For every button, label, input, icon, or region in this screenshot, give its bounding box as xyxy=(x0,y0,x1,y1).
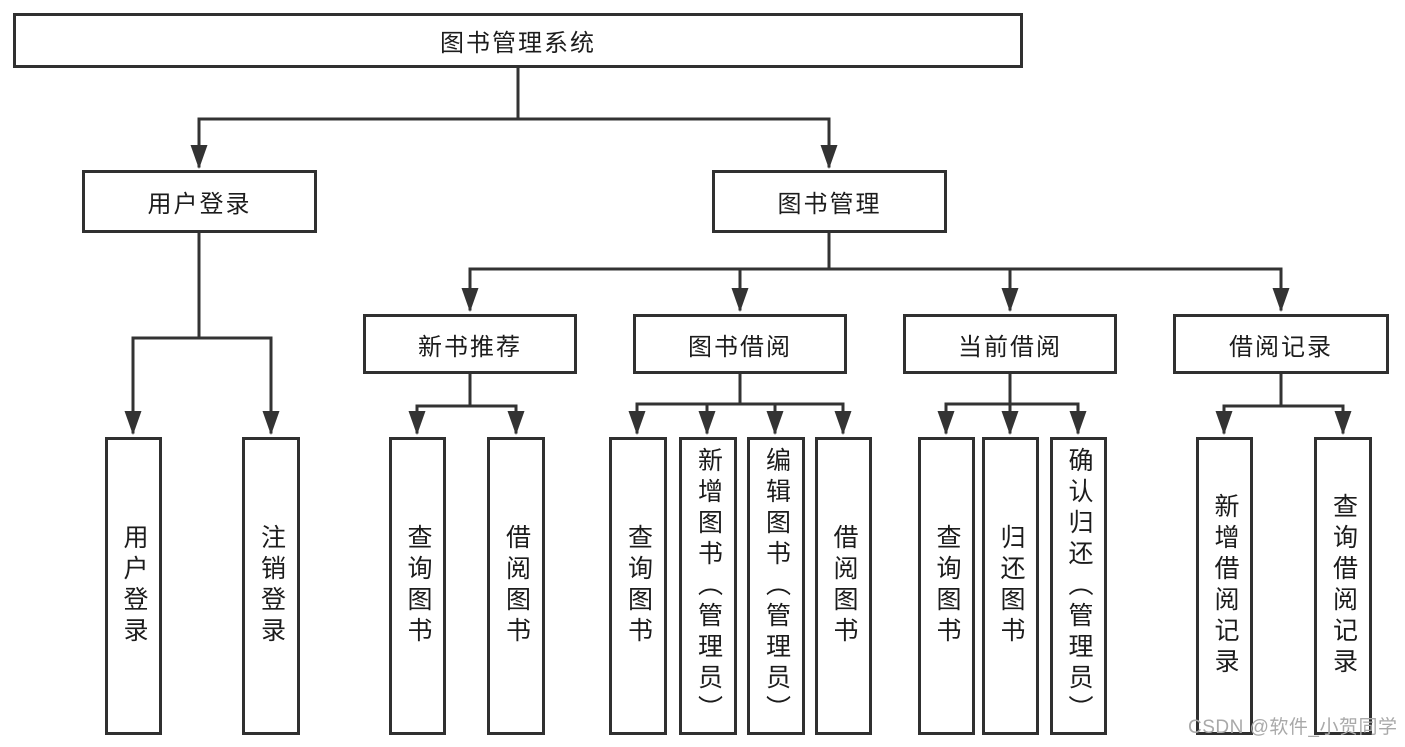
node-new-book-recommend: 新书推荐 xyxy=(363,314,577,374)
edges-current-borrowing-children xyxy=(937,372,1087,435)
node-borrowing-records: 借阅记录 xyxy=(1173,314,1389,374)
leaf-confirm-return-admin: 确认归还（管理员） xyxy=(1050,437,1107,735)
edges-user-login-children xyxy=(124,231,280,435)
leaf-return-books: 归还图书 xyxy=(982,437,1039,735)
node-current-borrowing: 当前借阅 xyxy=(903,314,1117,374)
leaf-borrow-books-recommend: 借阅图书 xyxy=(487,437,545,735)
leaf-add-borrow-record: 新增借阅记录 xyxy=(1196,437,1253,735)
node-book-management: 图书管理 xyxy=(712,170,947,233)
edges-new-book-recommend-children xyxy=(408,372,525,435)
leaf-user-login: 用户登录 xyxy=(105,437,162,735)
edges-root-to-level2 xyxy=(190,66,838,169)
leaf-query-books-recommend: 查询图书 xyxy=(389,437,446,735)
leaf-add-books-admin: 新增图书（管理员） xyxy=(679,437,737,735)
leaf-borrow-books-borrowing: 借阅图书 xyxy=(815,437,872,735)
node-book-borrowing: 图书借阅 xyxy=(633,314,847,374)
leaf-edit-books-admin: 编辑图书（管理员） xyxy=(747,437,805,735)
leaf-query-books-current: 查询图书 xyxy=(918,437,975,735)
edges-book-management-to-level3 xyxy=(461,231,1290,312)
node-user-login: 用户登录 xyxy=(82,170,317,233)
leaf-logout: 注销登录 xyxy=(242,437,300,735)
leaf-query-books-borrowing: 查询图书 xyxy=(609,437,667,735)
watermark: CSDN @软件_小贺同学 xyxy=(1188,717,1398,738)
node-root-library-management-system: 图书管理系统 xyxy=(13,13,1023,68)
edges-book-borrowing-children xyxy=(628,372,852,435)
edges-borrowing-records-children xyxy=(1215,372,1352,435)
leaf-query-borrow-record: 查询借阅记录 xyxy=(1314,437,1372,735)
